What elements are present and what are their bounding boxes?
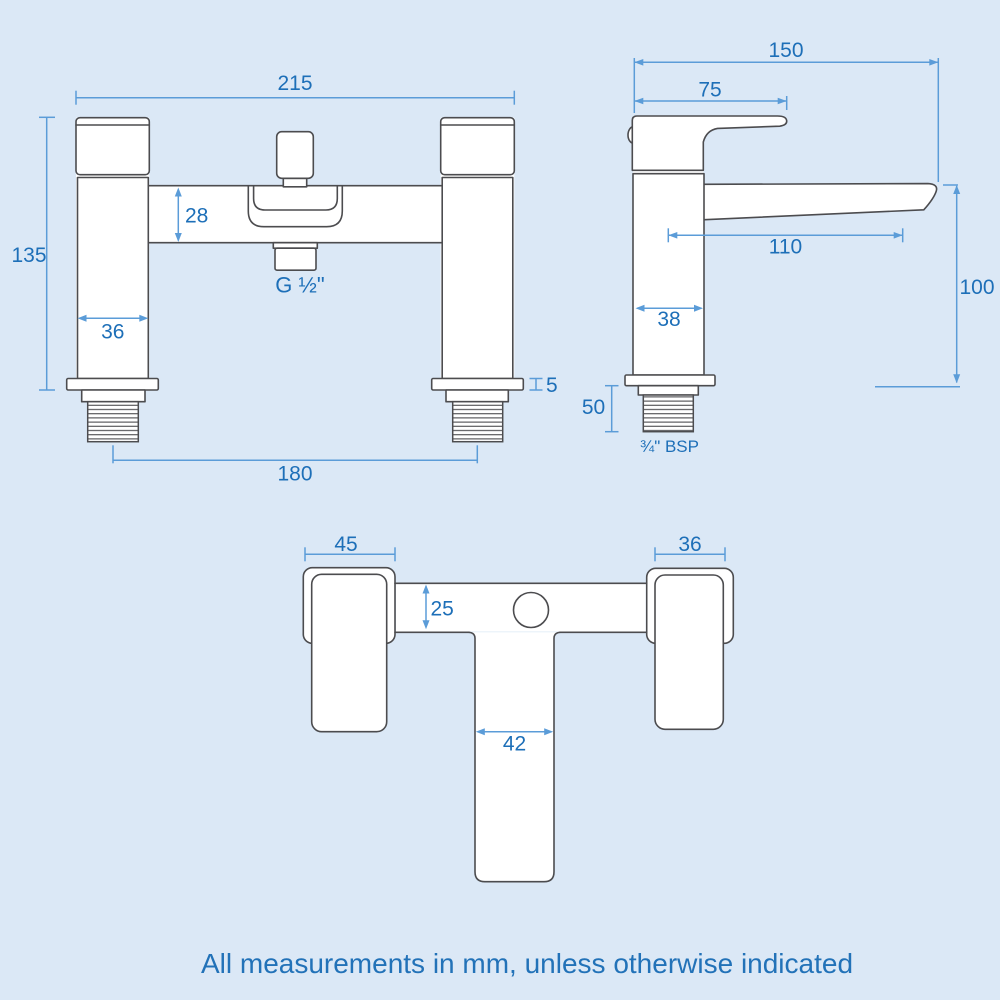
- dim-label-215: 215: [277, 72, 312, 95]
- side-handle-lever: [631, 115, 788, 172]
- front-spout-cradle-inner: [252, 185, 339, 211]
- dim-label-50: 50: [582, 396, 605, 419]
- dim-label-45: 45: [334, 533, 357, 556]
- dim-label-110: 110: [769, 236, 802, 259]
- side-tail-collar: [637, 384, 700, 396]
- dim-label-180: 180: [277, 463, 312, 486]
- front-outlet-block: [274, 247, 317, 271]
- measurement-note: All measurements in mm, unless otherwise…: [200, 948, 854, 979]
- dim-label-38: 38: [657, 308, 680, 331]
- dim-front-bar-height: 28: [174, 187, 208, 242]
- front-left-pillar-body: [76, 176, 150, 380]
- front-right-pillar-cap: [439, 116, 516, 176]
- inlet-thread-label: ¾" BSP: [640, 437, 699, 456]
- dim-label-150: 150: [768, 39, 803, 62]
- dim-top-body-width: 36: [654, 533, 726, 562]
- dim-label-5: 5: [546, 374, 558, 397]
- dim-side-spout-height: 100: [875, 184, 995, 388]
- top-view: 45 36 25 42: [302, 533, 735, 883]
- side-view: 150 75 110 100: [582, 39, 995, 456]
- top-spout-stem-fill: [469, 632, 560, 882]
- front-right-flange: [430, 377, 525, 391]
- side-threaded-tail: [642, 394, 695, 433]
- dim-side-handle-reach: 75: [634, 79, 788, 110]
- dim-label-135: 135: [11, 244, 46, 267]
- top-diverter-circle: [512, 591, 550, 629]
- front-right-tail-collar: [445, 389, 510, 403]
- dim-top-bar-depth: 25: [422, 584, 454, 630]
- dim-label-75: 75: [698, 79, 721, 102]
- dim-top-handle-width: 45: [304, 533, 396, 562]
- front-view: 215 135 28 36 G ½" 5: [11, 72, 557, 486]
- front-left-tail-collar: [80, 389, 146, 403]
- dim-front-tail-centres: 180: [112, 445, 479, 486]
- dim-front-overall-width: 215: [75, 72, 516, 105]
- front-outlet-collar: [272, 241, 319, 249]
- front-spout-cradle-outer: [247, 185, 344, 228]
- dim-front-pillar-width: 36: [77, 314, 149, 344]
- side-spout: [701, 182, 938, 221]
- front-left-pillar-cap: [75, 116, 151, 176]
- outlet-thread-label: G ½": [275, 273, 324, 298]
- front-connecting-bar: [147, 184, 443, 244]
- side-flange: [624, 374, 716, 387]
- dim-label-28: 28: [185, 205, 208, 228]
- dim-label-36-front: 36: [101, 321, 124, 344]
- dim-front-flange-thickness: 5: [529, 374, 558, 397]
- front-left-flange: [65, 377, 160, 391]
- dim-label-25: 25: [431, 598, 454, 621]
- dim-side-overall-depth: 150: [633, 39, 940, 182]
- dim-side-spout-reach: 110: [667, 228, 904, 259]
- dim-side-tail-length: 50: [582, 384, 619, 433]
- dim-top-spout-width: 42: [475, 728, 554, 756]
- top-spout-stem: [468, 631, 561, 883]
- front-right-threaded-tail: [451, 400, 504, 443]
- dim-front-overall-height: 135: [11, 116, 55, 391]
- side-body: [632, 172, 705, 376]
- front-left-threaded-tail: [86, 400, 140, 443]
- front-diverter-neck: [282, 177, 308, 188]
- front-diverter-knob: [275, 130, 315, 180]
- front-right-pillar-body: [441, 176, 514, 380]
- dim-label-42: 42: [503, 733, 526, 756]
- dim-label-100: 100: [959, 276, 994, 299]
- top-left-handle-lever: [310, 573, 388, 733]
- dim-side-body-depth: 38: [635, 304, 703, 331]
- dim-label-36-top: 36: [678, 533, 701, 556]
- top-right-handle-lever: [654, 574, 725, 731]
